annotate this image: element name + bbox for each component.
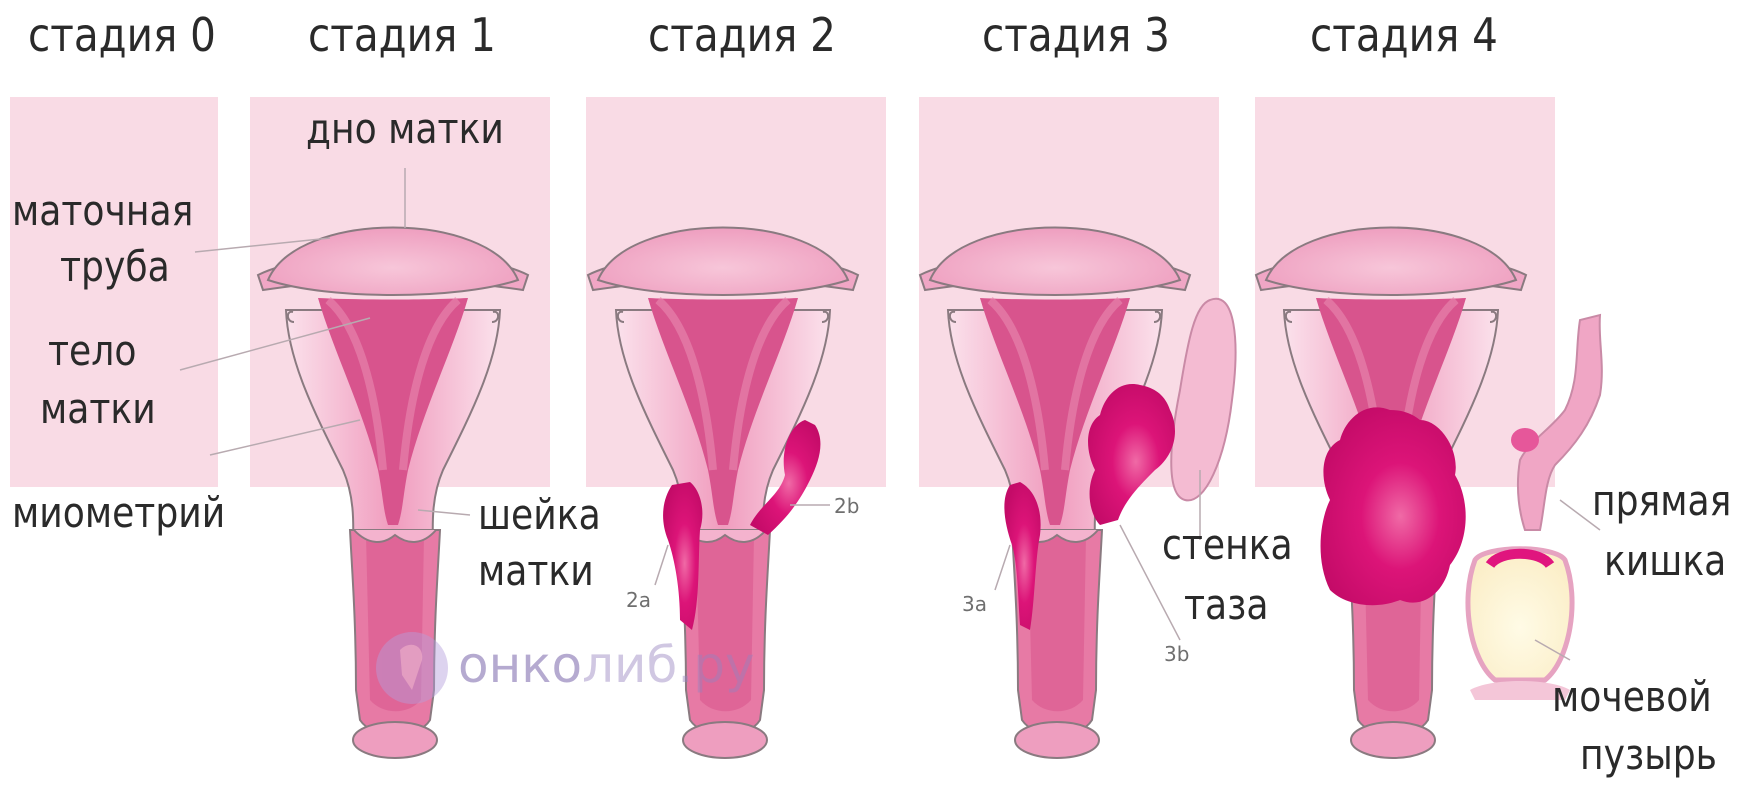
label-tube-line1: маточная: [12, 186, 193, 236]
label-body-line2: матки: [40, 384, 156, 434]
watermark-logo: [376, 632, 448, 704]
stage-3-title: стадия 3: [982, 8, 1170, 62]
stage-2-title: стадия 2: [648, 8, 836, 62]
label-cervix-line1: шейка: [478, 490, 601, 540]
label-pelvic-wall-line2: таза: [1184, 580, 1269, 630]
substage-2b: 2b: [834, 494, 859, 518]
label-cervix-line2: матки: [478, 546, 594, 596]
label-rectum-line2: кишка: [1604, 536, 1726, 586]
label-tube-line2: труба: [60, 242, 170, 292]
label-myometrium: миометрий: [12, 488, 225, 538]
label-bladder-line1: мочевой: [1552, 672, 1712, 722]
stage-1-title: стадия 1: [308, 8, 496, 62]
label-body-line1: тело: [48, 326, 136, 376]
watermark-part1: онко: [458, 636, 582, 694]
watermark-text: онколиб.ру: [458, 636, 755, 694]
substage-3b: 3b: [1164, 642, 1189, 666]
label-pelvic-wall-line1: стенка: [1162, 520, 1293, 570]
stage-0-title: стадия 0: [28, 8, 216, 62]
label-fundus: дно матки: [306, 104, 504, 154]
watermark-part2: либ.ру: [582, 636, 755, 694]
stage-4-title: стадия 4: [1310, 8, 1498, 62]
label-rectum-line1: прямая: [1592, 476, 1731, 526]
substage-3a: 3a: [962, 592, 987, 616]
substage-2a: 2a: [626, 588, 651, 612]
label-bladder-line2: пузырь: [1580, 730, 1717, 780]
